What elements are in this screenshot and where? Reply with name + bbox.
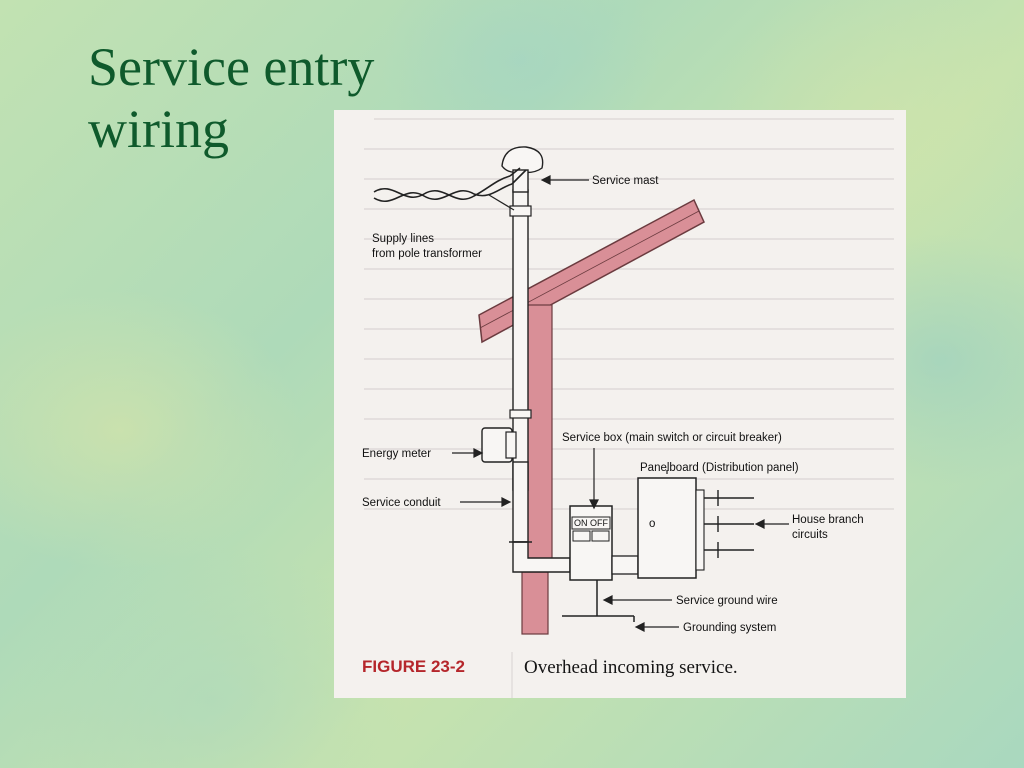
supply-lines bbox=[373, 167, 527, 211]
label-service-conduit: Service conduit bbox=[362, 497, 441, 509]
label-house-branch-1: House branch bbox=[792, 514, 864, 526]
on-off-label: ON OFF bbox=[574, 518, 608, 528]
service-box: ON OFF bbox=[569, 505, 613, 581]
service-entry-diagram: ON OFF o bbox=[334, 110, 906, 698]
figure-caption: Overhead incoming service. bbox=[524, 657, 738, 678]
label-panelboard: Panelboard (Distribution panel) bbox=[640, 462, 799, 474]
figure-number: FIGURE 23-2 bbox=[362, 657, 465, 676]
label-service-box: Service box (main switch or circuit brea… bbox=[562, 432, 782, 444]
branch-circuit-conductors bbox=[704, 490, 754, 558]
label-service-mast: Service mast bbox=[592, 175, 659, 187]
bleed-through-text bbox=[334, 110, 906, 698]
label-energy-meter: Energy meter bbox=[362, 448, 431, 460]
label-supply-lines-2: from pole transformer bbox=[372, 248, 482, 260]
figure-panel: ON OFF o bbox=[334, 110, 906, 698]
label-grounding-system: Grounding system bbox=[683, 622, 776, 634]
leader-lines bbox=[452, 175, 789, 632]
label-service-ground-wire: Service ground wire bbox=[676, 595, 778, 607]
ground-wiring bbox=[562, 580, 635, 622]
panelboard: o bbox=[637, 477, 705, 579]
energy-meter bbox=[481, 427, 517, 463]
panel-connector bbox=[611, 555, 639, 575]
label-house-branch-2: circuits bbox=[792, 529, 828, 541]
panelboard-knob: o bbox=[649, 518, 655, 530]
label-supply-lines-1: Supply lines bbox=[372, 233, 434, 245]
slide-title: Service entry wiring bbox=[88, 37, 375, 159]
